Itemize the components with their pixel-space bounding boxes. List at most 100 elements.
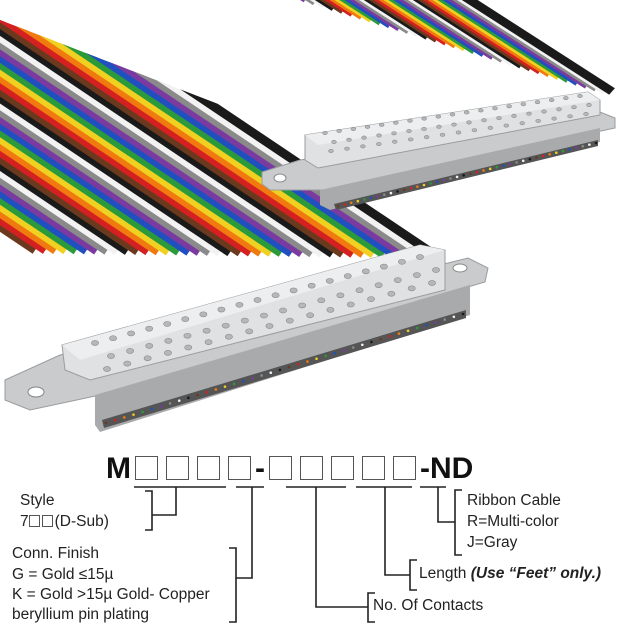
wire bbox=[0, 20, 305, 258]
contact-hole bbox=[361, 135, 367, 140]
wire bbox=[0, 20, 171, 256]
wire-end bbox=[287, 365, 291, 369]
style-value: 7(D-Sub) bbox=[20, 512, 109, 532]
contact-hole bbox=[423, 135, 430, 140]
wire-end bbox=[462, 174, 465, 177]
wire-end bbox=[416, 185, 419, 188]
wire-end bbox=[296, 363, 300, 366]
contact-hole bbox=[184, 344, 193, 351]
contact-hole bbox=[471, 128, 478, 133]
part-number-box bbox=[331, 456, 354, 480]
wire bbox=[0, 20, 182, 256]
contact-hole bbox=[519, 121, 525, 126]
contact-hole bbox=[336, 292, 345, 299]
contact-hole bbox=[421, 116, 427, 121]
contact-hole bbox=[183, 332, 192, 339]
wire bbox=[0, 20, 284, 257]
wire bbox=[0, 20, 376, 258]
contact-hole bbox=[265, 323, 274, 329]
wire-end bbox=[187, 396, 190, 400]
contact-hole bbox=[364, 124, 371, 129]
wire-end bbox=[349, 201, 353, 205]
contact-hole bbox=[586, 103, 592, 107]
contact-hole bbox=[492, 106, 498, 111]
part-number-box bbox=[269, 456, 292, 480]
wire-end bbox=[269, 371, 273, 374]
wire-end bbox=[223, 385, 227, 388]
contact-hole bbox=[571, 105, 577, 110]
contact-hole bbox=[350, 126, 357, 131]
contact-hole bbox=[123, 360, 132, 367]
contact-hole bbox=[407, 118, 413, 123]
contact-hole bbox=[387, 290, 396, 297]
part-number-box bbox=[228, 456, 251, 480]
ribbon-multicolor: R=Multi-color bbox=[467, 513, 559, 530]
wire-end bbox=[561, 149, 565, 153]
contact-hole bbox=[328, 149, 334, 153]
contact-hole bbox=[503, 123, 510, 128]
wire-end bbox=[548, 153, 551, 156]
contact-hole bbox=[534, 100, 541, 105]
wire-end bbox=[141, 410, 144, 414]
wire-end bbox=[396, 190, 399, 193]
wire-end bbox=[361, 343, 364, 347]
contact-hole bbox=[204, 339, 213, 345]
length-label: Length (Use “Feet” only.) bbox=[419, 564, 601, 584]
contact-hole bbox=[224, 333, 233, 340]
wire-end bbox=[495, 165, 499, 169]
contact-hole bbox=[336, 128, 342, 133]
contact-hole bbox=[326, 307, 335, 313]
wire-end bbox=[351, 346, 355, 349]
contact-hole bbox=[556, 107, 562, 112]
ribbon-cable-upper bbox=[60, 0, 618, 98]
wire-end bbox=[469, 172, 472, 175]
contact-hole bbox=[421, 126, 427, 131]
contact-hole bbox=[346, 137, 352, 142]
wire bbox=[60, 0, 346, 14]
ribbon-gray: J=Gray bbox=[467, 534, 518, 551]
wire bbox=[60, 0, 356, 17]
wire-end bbox=[502, 164, 505, 167]
contact-hole bbox=[235, 301, 244, 308]
wire-end bbox=[415, 326, 419, 330]
part-prefix: M bbox=[106, 452, 131, 485]
wire-end bbox=[581, 144, 585, 148]
contact-hole bbox=[91, 340, 99, 346]
wire bbox=[0, 20, 366, 258]
wire-end bbox=[383, 193, 386, 196]
contact-hole bbox=[407, 285, 416, 292]
contact-hole bbox=[163, 321, 172, 327]
contact-hole bbox=[391, 131, 397, 136]
contact-hole bbox=[376, 142, 382, 147]
contact-hole bbox=[436, 124, 442, 129]
wire bbox=[0, 20, 274, 257]
wire-end bbox=[342, 349, 346, 352]
contact-hole bbox=[535, 118, 541, 123]
wire-end bbox=[429, 182, 432, 185]
wire-end bbox=[324, 354, 327, 358]
part-number-box bbox=[362, 456, 385, 480]
wire-end bbox=[528, 157, 532, 161]
wire-end bbox=[406, 329, 410, 333]
contact-hole bbox=[307, 282, 316, 289]
placeholder-box bbox=[41, 515, 53, 527]
contact-hole bbox=[221, 322, 230, 329]
contact-hole bbox=[583, 112, 589, 116]
contact-hole bbox=[393, 277, 402, 283]
contact-hole bbox=[143, 355, 152, 362]
wire-end bbox=[379, 337, 382, 341]
wire-end bbox=[555, 151, 558, 154]
wire-end bbox=[397, 332, 401, 335]
wire bbox=[0, 20, 325, 258]
wire-end bbox=[588, 143, 591, 146]
wire-end bbox=[356, 199, 360, 203]
part-number-template: M--ND bbox=[106, 452, 473, 486]
wire bbox=[0, 20, 346, 258]
contact-hole bbox=[355, 287, 364, 294]
contact-hole bbox=[567, 114, 573, 119]
contact-hole bbox=[392, 139, 398, 144]
contact-hole bbox=[325, 278, 334, 284]
wire-end bbox=[177, 399, 181, 402]
wire-end bbox=[278, 368, 282, 372]
contact-hole bbox=[145, 325, 154, 332]
